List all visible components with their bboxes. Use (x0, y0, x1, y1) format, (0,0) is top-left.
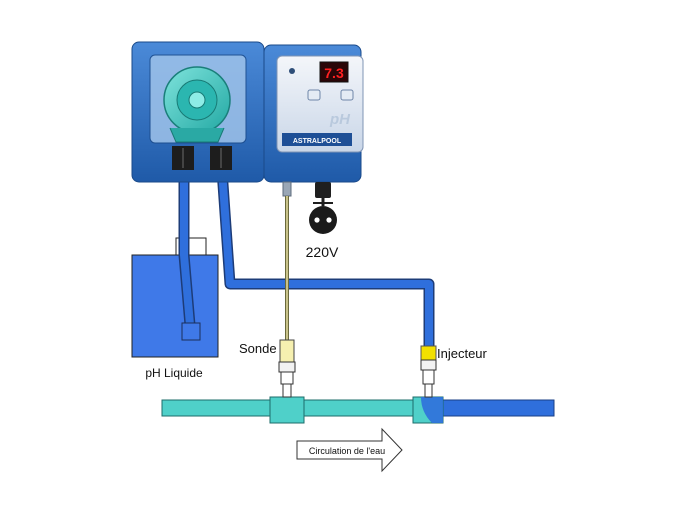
power-gland (315, 182, 331, 198)
brand-strip (282, 133, 352, 146)
probe-tee (269, 396, 305, 424)
discharge-tube (216, 169, 435, 346)
pipe-blue-section (439, 399, 555, 417)
flow-arrow-icon (296, 427, 403, 473)
tank-label: pH Liquide (145, 366, 203, 380)
injector-nut-bottom (422, 369, 435, 385)
tank-liquid (132, 255, 218, 357)
probe-body (279, 339, 295, 363)
injector-cap (420, 345, 437, 361)
water-pipe (161, 396, 555, 424)
cal-button[interactable] (307, 89, 321, 101)
suction-tube (178, 170, 201, 341)
tank-outline (131, 237, 219, 358)
dosing-pump-device: 7.3 pH ASTRALPOOL (131, 41, 364, 206)
injector-stem (424, 383, 433, 398)
flow-label: Circulation de l'eau (309, 446, 385, 456)
injector (420, 345, 437, 398)
ph-liquid-tank (131, 237, 219, 358)
display-window (319, 61, 349, 83)
pump-head (163, 66, 231, 143)
ph-mark: pH (329, 111, 351, 128)
probe-connector (282, 181, 292, 197)
display-readout: 7.3 (324, 65, 344, 81)
set-button[interactable] (340, 89, 354, 101)
probe-nut-bottom (280, 371, 294, 385)
voltage-label: 220V (306, 244, 339, 260)
brand-label: ASTRALPOOL (293, 138, 342, 145)
injector-nut-top (420, 359, 437, 371)
probe-nut-top (278, 361, 296, 373)
foot-valve (181, 322, 201, 341)
power-plug-icon (309, 202, 337, 234)
power-led (289, 68, 295, 74)
probe-stem (282, 383, 292, 398)
probe-label: Sonde (239, 341, 277, 356)
injector-label: Injecteur (437, 346, 488, 361)
ph-probe (278, 339, 296, 398)
